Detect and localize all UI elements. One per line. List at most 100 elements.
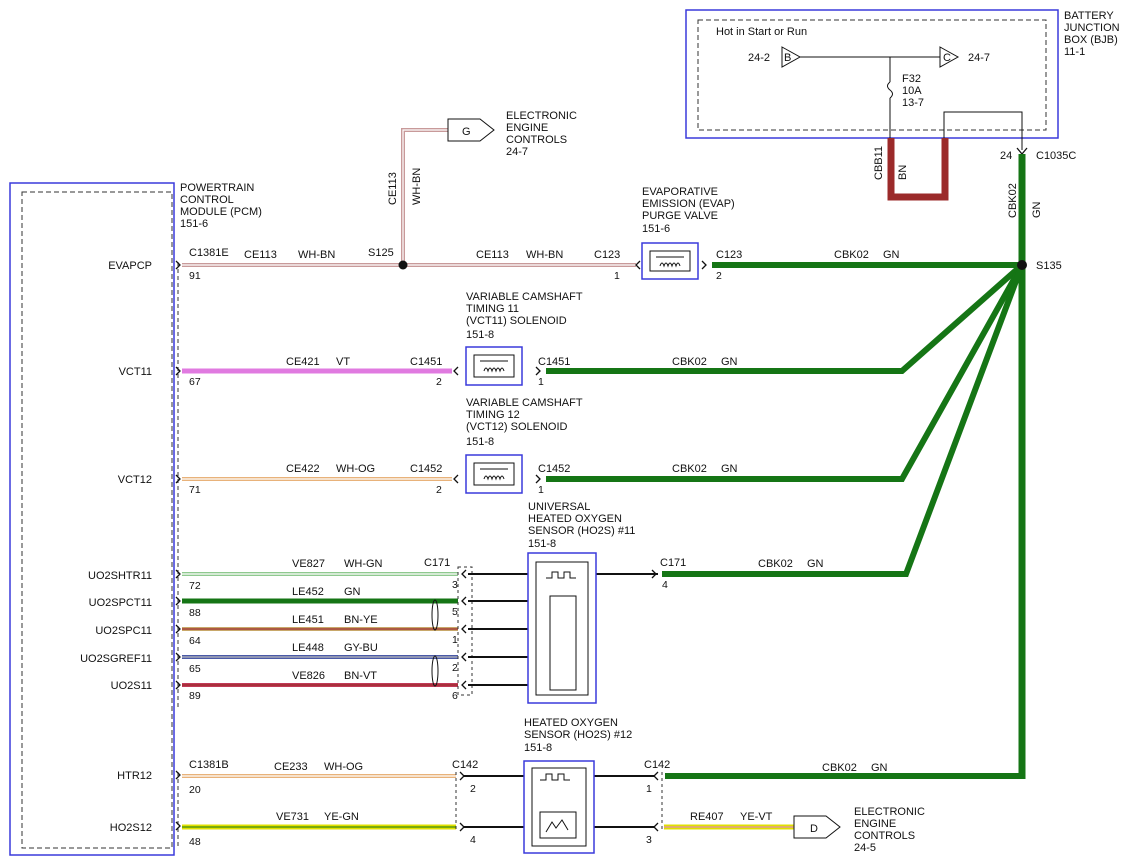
vct12-conn-right-pin: 1 xyxy=(538,484,544,496)
vct12-solenoid-inner xyxy=(473,462,515,486)
ho2s11-element-icon xyxy=(549,595,577,691)
vct12-conn-left-label: C1452 xyxy=(410,463,442,475)
splice-s135-label: S135 xyxy=(1036,260,1062,272)
ho2s12-pin-4: 4 xyxy=(470,834,476,846)
ref-g-title-2: ENGINE xyxy=(506,122,548,134)
pin-num-uo2s11: 89 xyxy=(189,690,201,702)
evap-conn-left-pin: 1 xyxy=(614,270,620,282)
evap-valve-inner xyxy=(649,250,691,272)
bjb-conn-c-letter: C xyxy=(943,52,951,64)
ref-d-title-4: 24-5 xyxy=(854,842,876,854)
ho2s11-arrow-2 xyxy=(461,652,467,662)
ho2s11-pin-1: 1 xyxy=(452,634,458,646)
pin-arrow-vct11 xyxy=(175,366,181,376)
cbb11-wire xyxy=(887,138,949,201)
ho2s11-arrow-6 xyxy=(461,680,467,690)
ho2s11-title-4: 151-8 xyxy=(528,538,556,550)
pin-name-uo2spc11: UO2SPC11 xyxy=(95,625,152,637)
ho2s11-conn-right-label: C171 xyxy=(660,557,686,569)
battery-junction-box: BATTERY JUNCTION BOX (BJB) 11-1 Hot in S… xyxy=(685,9,1120,150)
pin-arrow-ho2s12 xyxy=(175,821,181,831)
vct12-circuit: CE422 WH-OG C1452 2 C1452 1 VARIABLE CAM… xyxy=(182,397,583,496)
ref-g-title-4: 24-7 xyxy=(506,146,528,158)
ho2s11-circuit: VE827 WH-GN LE452 GN LE451 BN-YE LE448 G… xyxy=(182,501,686,704)
ce113-vertical-color: WH-BN xyxy=(411,168,423,205)
re407-circuit: RE407 xyxy=(690,811,724,823)
cbk02-vct11-color: GN xyxy=(721,356,738,368)
bjb-border xyxy=(685,9,1059,139)
ref-g-letter: G xyxy=(462,126,471,138)
pin-arrow-uo2s11 xyxy=(175,680,181,690)
vct11-title-4: 151-8 xyxy=(466,329,494,341)
ce113-vertical xyxy=(401,128,448,265)
vct12-conn-right-label: C1452 xyxy=(538,463,570,475)
pin-arrow-vct12 xyxy=(175,474,181,484)
vct12-coil-icon xyxy=(483,475,505,481)
cbk02-ho2s12-color: GN xyxy=(871,762,888,774)
ho2s12-variable-resistor-icon xyxy=(545,819,569,833)
vct12-title-4: 151-8 xyxy=(466,436,494,448)
ref-d-title-2: ENGINE xyxy=(854,818,896,830)
pin-num-htr12: 20 xyxy=(189,784,201,796)
ce233-color: WH-OG xyxy=(324,761,363,773)
le452-color: GN xyxy=(344,586,361,598)
pin-name-vct11: VCT11 xyxy=(119,366,152,378)
pcm-title-3: MODULE (PCM) xyxy=(180,206,262,218)
ve827-circuit: VE827 xyxy=(292,558,325,570)
ho2s12-sensor-inner xyxy=(531,767,587,847)
ve731-color: YE-GN xyxy=(324,811,359,823)
evap-purge-valve xyxy=(641,242,699,280)
ce422-color: WH-OG xyxy=(336,463,375,475)
pcm-connector-c1381e: C1381E xyxy=(189,247,229,259)
ho2s11-pin-5: 5 xyxy=(452,606,458,618)
bjb-hot-label: Hot in Start or Run xyxy=(716,26,807,38)
cbk02-evap-circuit: CBK02 xyxy=(834,249,869,261)
vct11-right-arrow xyxy=(535,366,541,376)
vct11-coil-icon xyxy=(483,367,505,373)
splice-s125-dot xyxy=(398,260,408,270)
vct12-left-arrow xyxy=(453,474,459,484)
ho2s12-circuit: CE233 WH-OG VE731 YE-GN C142 2 4 C142 1 … xyxy=(182,717,925,854)
evap-conn-left-label: C123 xyxy=(594,249,620,261)
ve826-circuit: VE826 xyxy=(292,670,325,682)
pin-num-uo2spc11: 64 xyxy=(189,635,201,647)
ho2s12-title-3: 151-8 xyxy=(524,742,552,754)
pin-arrow-uo2spct11 xyxy=(175,596,181,606)
vct12-title-1: VARIABLE CAMSHAFT xyxy=(466,397,583,409)
fuse-ref: 13-7 xyxy=(902,97,924,109)
cbk02-ho2s12-circuit: CBK02 xyxy=(822,762,857,774)
bjb-title-1: BATTERY xyxy=(1064,10,1114,22)
ho2s12-title-2: SENSOR (HO2S) #12 xyxy=(524,729,632,741)
pcm-inner-dashed xyxy=(21,191,173,849)
pin-arrow-uo2spc11 xyxy=(175,624,181,634)
ref-d-letter: D xyxy=(810,823,818,835)
ho2s12-right-arrow-3 xyxy=(653,822,659,832)
pin-num-uo2sgref11: 65 xyxy=(189,663,201,675)
splice-s135-dot xyxy=(1017,260,1027,270)
ref-g-pentagon xyxy=(447,118,495,142)
pin-name-vct12: VCT12 xyxy=(118,474,152,486)
ho2s11-arrow-5 xyxy=(461,596,467,606)
bjb-title-2: JUNCTION xyxy=(1064,22,1120,34)
cbk02-vct12-color: GN xyxy=(721,463,738,475)
le451-circuit: LE451 xyxy=(292,614,324,626)
twisted-pair-marker-1 xyxy=(431,599,439,631)
vct11-conn-right-pin: 1 xyxy=(538,376,544,388)
ho2s12-conn-right-label: C142 xyxy=(644,759,670,771)
ho2s11-sensor-inner xyxy=(535,561,589,696)
ho2s12-conn-label: C142 xyxy=(452,759,478,771)
evap-conn-right-label: C123 xyxy=(716,249,742,261)
ho2s11-title-1: UNIVERSAL xyxy=(528,501,590,513)
ce113-right-circuit: CE113 xyxy=(476,249,509,261)
ve731-circuit: VE731 xyxy=(276,811,309,823)
le451-color: BN-YE xyxy=(344,614,378,626)
vct11-conn-right-label: C1451 xyxy=(538,356,570,368)
vct11-left-arrow xyxy=(453,366,459,376)
pcm-pins: EVAPCP 91 VCT11 67 VCT12 71 UO2SHTR11 72… xyxy=(80,260,201,848)
vct12-title-2: TIMING 12 xyxy=(466,409,520,421)
bjb-inner-dashed xyxy=(697,19,1047,131)
vct11-conn-left-pin: 2 xyxy=(436,376,442,388)
ho2s12-left-arrow-2 xyxy=(459,771,465,781)
pin-arrow-uo2shtr11 xyxy=(175,569,181,579)
evap-title-2: EMISSION (EVAP) xyxy=(642,198,735,210)
